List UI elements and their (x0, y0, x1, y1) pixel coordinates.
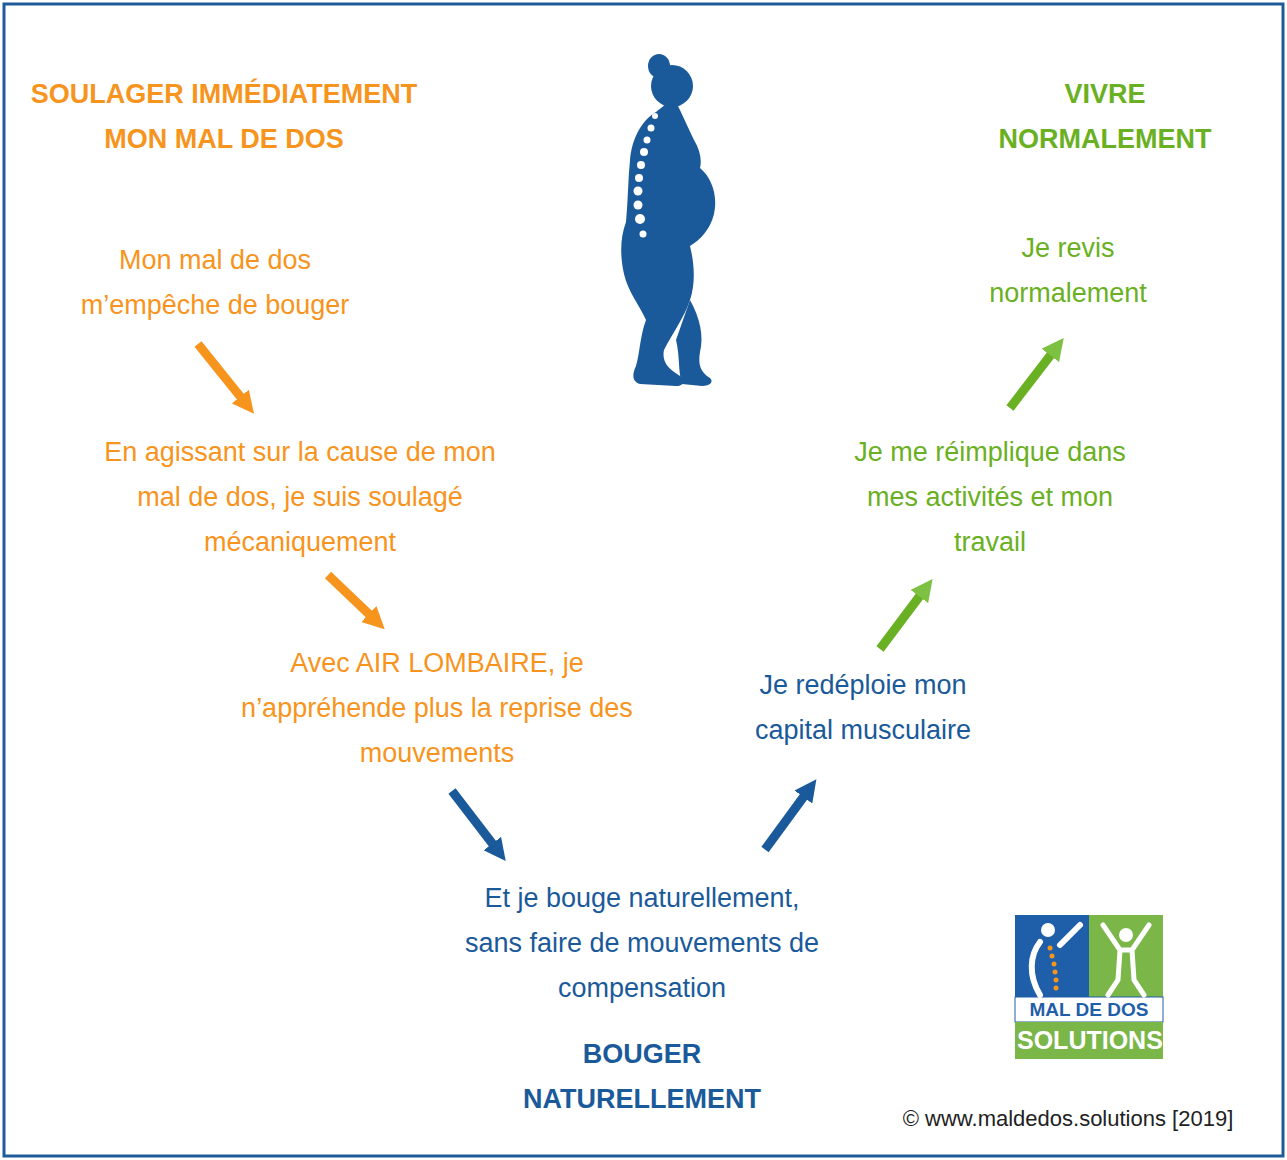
step-label: Avec AIR LOMBAIRE, je n’appréhende plus … (221, 641, 653, 776)
step-label: Je redéploie mon capital musculaire (727, 663, 999, 753)
step-label: En agissant sur la cause de mon mal de d… (84, 430, 516, 565)
step-text: Je redéploie mon capital musculaire (723, 661, 1003, 755)
step-text: Et je bouge naturellement, sans faire de… (452, 874, 832, 1013)
flow-arrow (765, 794, 806, 850)
logo-text: MAL DE DOS (1017, 998, 1161, 1021)
flow-arrow (880, 593, 922, 649)
flow-arrow (198, 344, 243, 400)
step-label: Mon mal de dos m’empêche de bouger (54, 238, 376, 328)
silhouette (621, 54, 715, 386)
logo-text: SOLUTIONS (1017, 1024, 1161, 1057)
frame (4, 4, 1283, 1156)
spine-dots (634, 113, 659, 238)
step-label: Je revis normalement (962, 226, 1174, 316)
step-text: Je me réimplique dans mes activités et m… (840, 428, 1140, 567)
section-heading: VIVRE NORMALEMENT (960, 72, 1250, 162)
flow-arrow (1010, 352, 1053, 408)
section-heading: SOULAGER IMMÉDIATEMENT MON MAL DE DOS (14, 72, 434, 162)
step-text: Mon mal de dos m’empêche de bouger (50, 236, 380, 330)
step-label: Et je bouge naturellement, sans faire de… (456, 876, 828, 1011)
step-text: En agissant sur la cause de mon mal de d… (80, 428, 520, 567)
flow-arrow (452, 791, 495, 847)
logo-art (1015, 915, 1163, 1059)
copyright-note: © www.maldedos.solutions [2019] (862, 1104, 1274, 1134)
step-text: Je revis normalement (958, 224, 1178, 318)
section-heading: BOUGER NATURELLEMENT (472, 1032, 812, 1122)
step-text: Avec AIR LOMBAIRE, je n’appréhende plus … (217, 639, 657, 778)
flow-arrow (328, 575, 372, 617)
step-label: Je me réimplique dans mes activités et m… (844, 430, 1136, 565)
